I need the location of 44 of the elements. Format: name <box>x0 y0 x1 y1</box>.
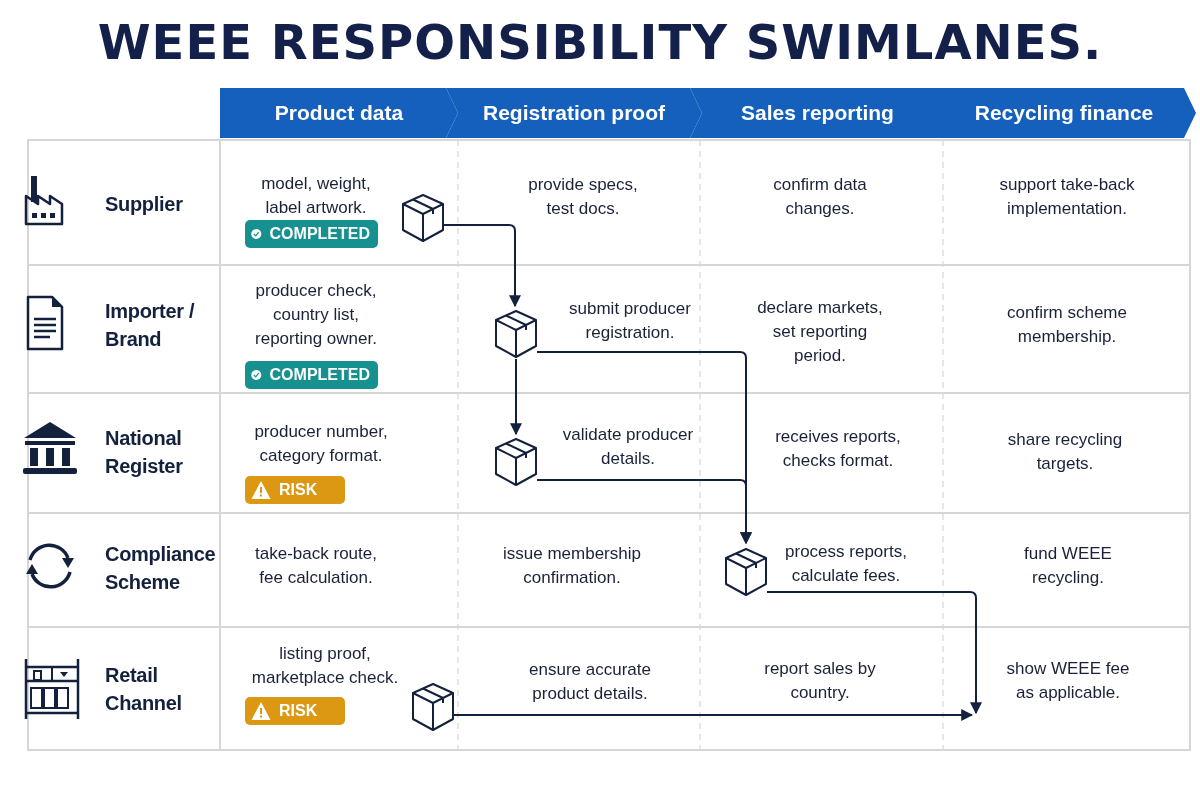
lane-label: Supplier <box>105 192 184 217</box>
lane-label: Importer / Brand <box>105 299 196 352</box>
cell-text: issue membership confirmation. <box>502 543 642 589</box>
stage-header: Registration proof <box>446 88 702 138</box>
stage-header: Product data <box>220 88 458 138</box>
badge-text: COMPLETED <box>269 366 370 384</box>
cell-text: support take-back implementation. <box>998 174 1136 220</box>
lane-label: Retail Channel <box>105 663 183 716</box>
cell-text: declare markets, set reporting period. <box>756 297 884 367</box>
cell-text: show WEEE fee as applicable. <box>1005 658 1131 704</box>
badge-text: RISK <box>279 481 318 499</box>
title: WEEE RESPONSIBILITY SWIMLANES. <box>96 14 1104 70</box>
cell-text: model, weight, label artwork. <box>260 173 372 219</box>
package-icon <box>494 437 538 487</box>
cell-text: validate producer details. <box>561 424 695 470</box>
lane-label: Compliance Scheme <box>105 542 217 595</box>
arrow <box>536 479 752 545</box>
cell-text: producer number, category format. <box>253 421 389 467</box>
package-icon <box>411 682 455 732</box>
stage-header: Recycling finance <box>932 88 1196 138</box>
cell-text: listing proof, marketplace check. <box>250 643 400 689</box>
arrow <box>766 591 982 715</box>
arrow <box>443 224 521 308</box>
package-icon <box>401 193 445 243</box>
cell-text: process reports, calculate fees. <box>784 541 908 587</box>
cell-text: fund WEEE recycling. <box>1023 543 1113 589</box>
package-icon <box>724 547 768 597</box>
cell-text: report sales by country. <box>763 658 877 704</box>
cell-text: share recycling targets. <box>1006 429 1124 475</box>
package-icon <box>494 309 538 359</box>
stage-header: Sales reporting <box>690 88 945 138</box>
cell-text: producer check, country list, reporting owner. <box>254 280 378 350</box>
cell-text: take-back route, fee calculation. <box>254 543 378 589</box>
cell-text: confirm data changes. <box>772 174 868 220</box>
badge-text: COMPLETED <box>269 225 370 243</box>
arrow <box>453 709 974 721</box>
cell-text: submit producer registration. <box>568 298 692 344</box>
cell-text: confirm scheme membership. <box>1006 302 1128 348</box>
lane-label: National Register <box>105 426 184 479</box>
arrow <box>510 358 522 436</box>
cell-text: ensure accurate product details. <box>528 659 652 705</box>
badge-text: RISK <box>279 702 318 720</box>
cell-text: provide specs, test docs. <box>527 174 639 220</box>
cell-text: receives reports, checks format. <box>774 426 902 472</box>
